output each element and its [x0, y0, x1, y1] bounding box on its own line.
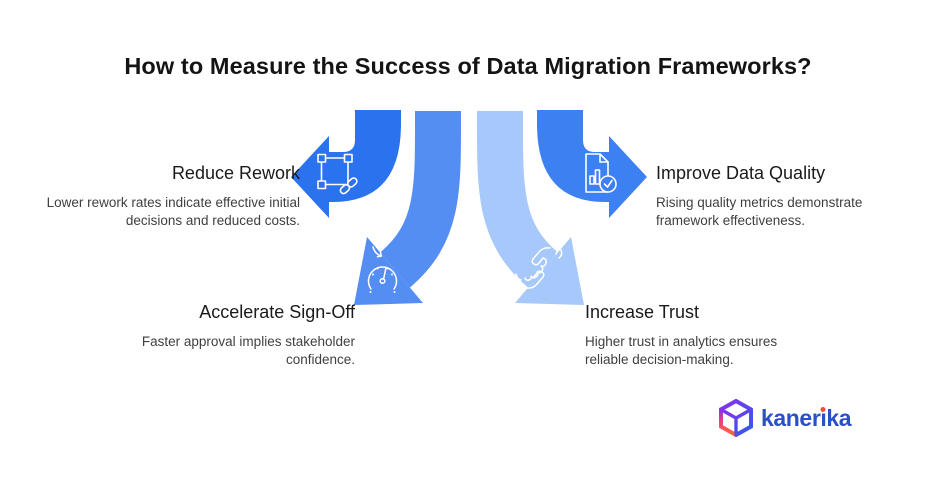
- item-title: Improve Data Quality: [656, 163, 826, 183]
- item-title: Accelerate Sign-Off: [199, 302, 355, 322]
- handshake-icon: [515, 243, 563, 289]
- item-increase-trust: Increase Trust Higher trust in analytics…: [585, 302, 810, 368]
- kanerika-cube-icon: [719, 399, 753, 437]
- arrow-accelerate-signoff: [354, 110, 462, 305]
- item-title: Increase Trust: [585, 302, 700, 322]
- item-description: Faster approval implies stakeholder conf…: [141, 334, 355, 367]
- item-reduce-rework: Reduce Rework Lower rework rates indicat…: [42, 163, 300, 229]
- item-accelerate-signoff: Accelerate Sign-Off Faster approval impl…: [95, 302, 355, 368]
- item-description: Lower rework rates indicate effective in…: [46, 195, 300, 228]
- item-title: Reduce Rework: [171, 163, 300, 183]
- item-description: Rising quality metrics demonstrate frame…: [656, 195, 863, 228]
- speedometer-icon: [367, 246, 398, 293]
- item-description: Higher trust in analytics ensures reliab…: [585, 334, 778, 367]
- document-check-icon: [585, 153, 617, 193]
- arrow-improve-data-quality: [537, 110, 647, 218]
- item-improve-data-quality: Improve Data Quality Rising quality metr…: [656, 163, 898, 229]
- arrow-reduce-rework: [291, 110, 401, 218]
- selection-link-icon: [317, 153, 358, 195]
- arrow-diagram: [291, 110, 647, 305]
- page-title: How to Measure the Success of Data Migra…: [124, 53, 812, 79]
